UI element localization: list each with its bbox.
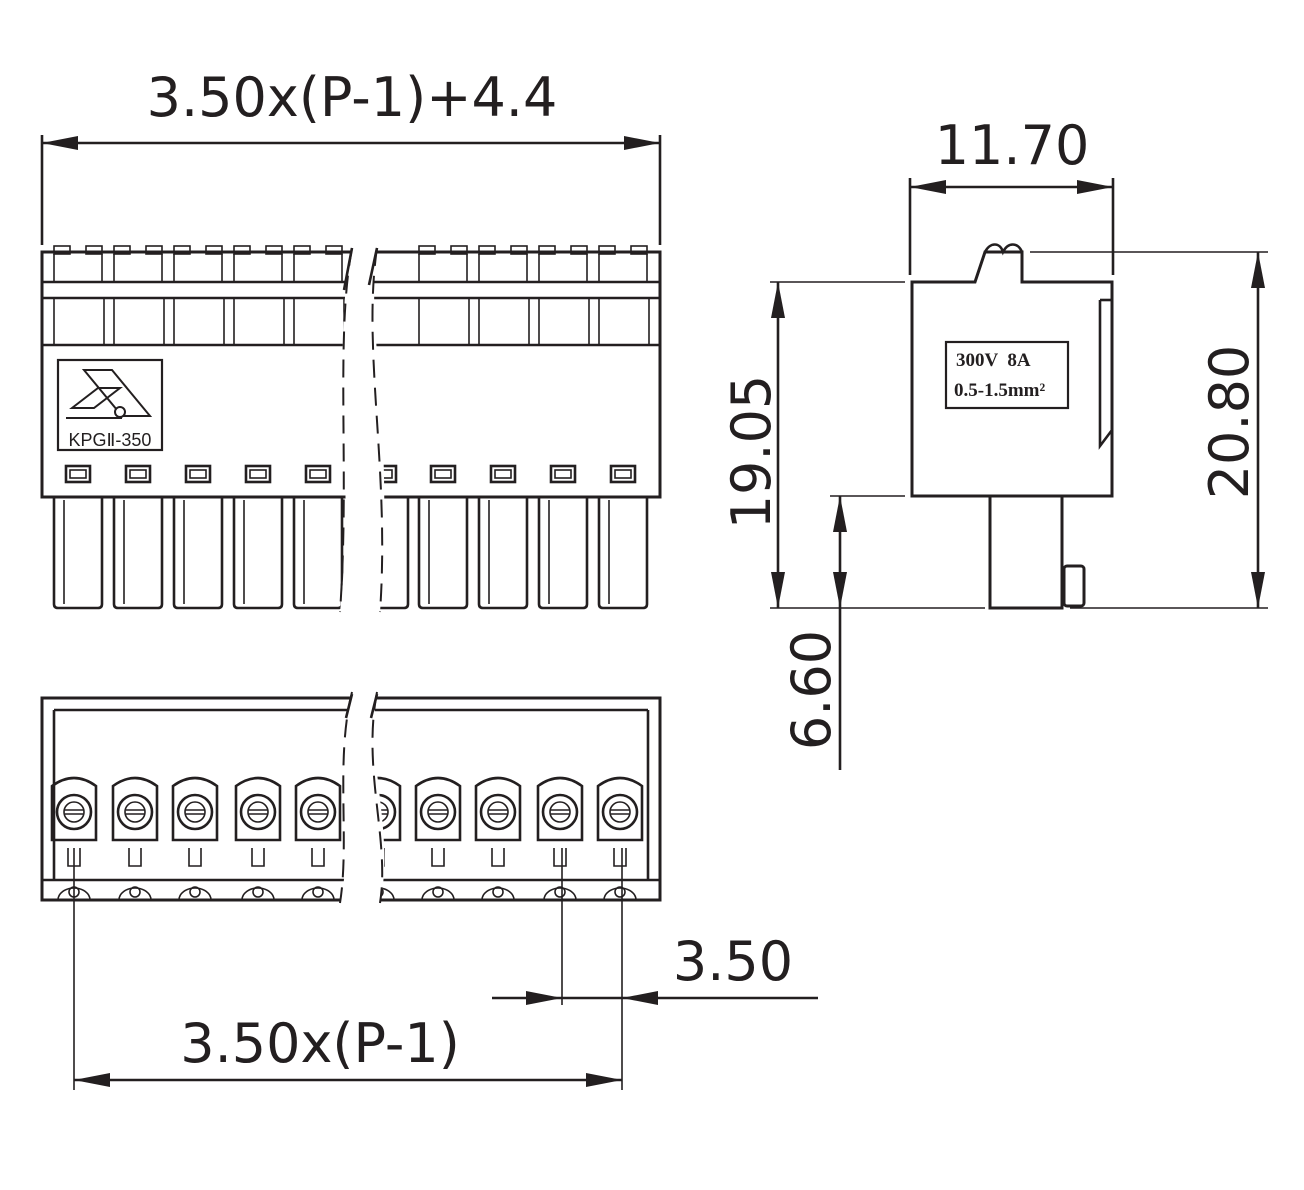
bottom-view: 3.50 3.50x(P-1) — [40, 690, 818, 1090]
latch-window — [549, 464, 577, 484]
screw-window-cells — [53, 297, 650, 346]
latch-window — [124, 464, 152, 484]
pin-span-label: 3.50x(P-1) — [180, 1012, 460, 1075]
ridge — [145, 245, 163, 255]
break-line-left — [339, 247, 353, 613]
screw-head — [116, 793, 154, 831]
latch-window — [244, 464, 272, 484]
ridge — [173, 245, 191, 255]
ridge — [450, 245, 468, 255]
latch-window — [64, 464, 92, 484]
rating-line-2: 0.5-1.5mm² — [954, 380, 1045, 401]
screw-head — [299, 793, 337, 831]
ridge — [418, 245, 436, 255]
connector-leg — [172, 496, 224, 610]
ridge — [630, 245, 648, 255]
pin-stub — [491, 848, 505, 867]
screw-housing — [474, 776, 522, 842]
ridge — [538, 245, 556, 255]
ridge — [205, 245, 223, 255]
screw-head — [541, 793, 579, 831]
kpg-logo: KPGⅡ-350 — [56, 358, 164, 452]
screw-housing — [294, 776, 342, 842]
overall-width-label: 3.50x(P-1)+4.4 — [147, 66, 558, 129]
screw-head — [239, 793, 277, 831]
pin-stub — [128, 848, 142, 867]
window-cell — [478, 297, 530, 346]
latch-window — [609, 464, 637, 484]
connector-leg — [477, 496, 529, 610]
screw-housing — [50, 776, 98, 842]
ridge — [85, 245, 103, 255]
window-cell — [598, 297, 650, 346]
ridge — [598, 245, 616, 255]
pin-stub — [613, 848, 627, 867]
connector-legs — [52, 496, 649, 610]
side-view: 11.70 300V 8A 0.5-1.5mm² 19.05 20.80 — [720, 114, 1268, 770]
screw-head — [55, 793, 93, 831]
break-line-right — [371, 247, 384, 613]
screw-head — [419, 793, 457, 831]
ridge — [113, 245, 131, 255]
screw-housing — [234, 776, 282, 842]
ridge — [265, 245, 283, 255]
pin-stub — [251, 848, 265, 867]
connector-leg — [537, 496, 589, 610]
connector-leg — [232, 496, 284, 610]
pin-length-label: 6.60 — [780, 630, 843, 750]
body-height-label: 19.05 — [720, 375, 783, 530]
window-cell — [418, 297, 470, 346]
screw-housing — [596, 776, 644, 842]
ridge — [293, 245, 311, 255]
latch-window — [184, 464, 212, 484]
latch-window — [429, 464, 457, 484]
total-height-label: 20.80 — [1198, 345, 1261, 500]
screw-head — [479, 793, 517, 831]
connector-leg — [597, 496, 649, 610]
screw-housing — [171, 776, 219, 842]
screw-head — [176, 793, 214, 831]
ridge — [570, 245, 588, 255]
logo-text: KPGⅡ-350 — [69, 430, 152, 450]
front-view: 3.50x(P-1)+4.4 KPGⅡ-350 — [40, 66, 662, 613]
ridge — [53, 245, 71, 255]
pitch-label: 3.50 — [673, 930, 793, 993]
top-ridges — [53, 245, 648, 282]
window-cell — [538, 297, 590, 346]
ridge — [233, 245, 251, 255]
side-latch — [1062, 564, 1086, 608]
ridge — [478, 245, 496, 255]
window-cell — [113, 297, 165, 346]
window-cell — [233, 297, 285, 346]
window-cell — [173, 297, 225, 346]
pin-stub — [311, 848, 325, 867]
screw-housing — [414, 776, 462, 842]
connector-leg — [292, 496, 344, 610]
side-pin-stem — [988, 494, 1064, 610]
pin-stub — [553, 848, 567, 867]
pin-stub — [431, 848, 445, 867]
rating-label-box — [944, 340, 1070, 410]
screw-head — [601, 793, 639, 831]
window-cell — [53, 297, 105, 346]
ridge — [325, 245, 343, 255]
rating-line-1: 300V 8A — [956, 350, 1031, 371]
latch-window — [304, 464, 332, 484]
connector-leg — [112, 496, 164, 610]
screw-housing — [111, 776, 159, 842]
pin-stub — [188, 848, 202, 867]
latch-window — [489, 464, 517, 484]
connector-leg — [52, 496, 104, 610]
depth-label: 11.70 — [935, 114, 1090, 177]
ridge — [510, 245, 528, 255]
screw-housing — [536, 776, 584, 842]
connector-leg — [417, 496, 469, 610]
